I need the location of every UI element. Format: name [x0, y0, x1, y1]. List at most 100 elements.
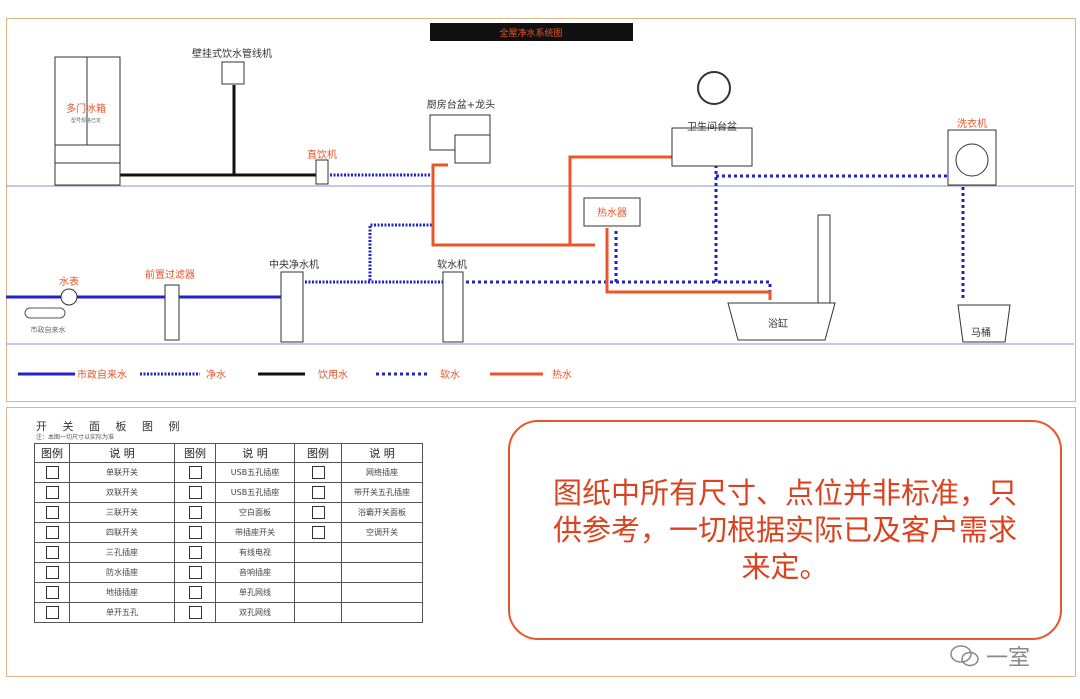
switch-legend-table: 图例 说 明 图例 说 明 图例 说 明 单联开关 USB五孔插座 网络插座 双… [34, 443, 423, 623]
water-heater-label: 热水器 [597, 206, 627, 219]
table-row: 单开五孔 双孔网线 [34, 602, 423, 623]
legend-label-purified: 净水 [206, 368, 226, 381]
table-cell: 单孔网线 [215, 582, 295, 603]
table-cell: 浴霸开关面板 [341, 502, 423, 523]
kitchen-sink-label: 厨房台盆+龙头 [427, 98, 495, 111]
ac-switch-symbol-icon [311, 526, 325, 539]
meter-tag-box [24, 307, 66, 319]
kitchen-sink-icon [429, 114, 491, 164]
bathtub-label: 浴缸 [768, 317, 788, 330]
table-cell: 三孔插座 [69, 542, 175, 563]
fridge-icon [54, 56, 121, 186]
switch-symbol-icon [45, 526, 59, 539]
softener-label: 软水机 [437, 258, 467, 271]
table-cell: 双孔网线 [215, 602, 295, 623]
wechat-icon [950, 645, 979, 667]
switch-panel-title: 开 关 面 板 图 例 [36, 420, 186, 433]
table-row: 双联开关 USB五孔插座 带开关五孔插座 [34, 482, 423, 503]
meter-icon [60, 288, 78, 306]
network-symbol-icon [311, 466, 325, 479]
header-cell: 说 明 [69, 443, 175, 463]
toilet-label: 马桶 [971, 326, 991, 339]
switch-panel-note: 注：本图一切尺寸以实际为准 [36, 434, 115, 441]
switch-symbol-icon [45, 506, 59, 519]
socket-symbol-icon [45, 606, 59, 619]
table-row: 四联开关 带插座开关 空调开关 [34, 522, 423, 543]
bath-basin-label: 卫生间台盆 [687, 120, 737, 133]
central-purifier-label: 中央净水机 [269, 258, 319, 271]
tv-symbol-icon [188, 546, 202, 559]
watermark-text: 一室 [986, 646, 1031, 671]
wall-dispenser-label: 壁挂式饮水管线机 [192, 47, 272, 60]
table-cell: 空调开关 [341, 522, 423, 543]
table-cell: 网络插座 [341, 462, 423, 483]
bath-basin-icon [671, 71, 753, 167]
floor-socket-icon [45, 586, 59, 599]
table-row: 单联开关 USB五孔插座 网络插座 [34, 462, 423, 483]
diagram-title-bar [430, 23, 633, 41]
bathtub-icon [727, 214, 836, 341]
direct-drinker-label: 直饮机 [307, 148, 337, 161]
notice-box: 图纸中所有尺寸、点位并非标准，只供参考，一切根据实际已及客户需求来定。 [508, 420, 1062, 640]
socket-symbol-icon [188, 466, 202, 479]
table-cell: 三联开关 [69, 502, 175, 523]
meter-label: 水表 [59, 275, 79, 288]
network-symbol-icon [188, 606, 202, 619]
softener-icon [442, 271, 464, 343]
bath-heater-symbol-icon [311, 506, 325, 519]
header-cell: 说 明 [215, 443, 295, 463]
table-cell: USB五孔插座 [215, 462, 295, 483]
socket-symbol-icon [188, 526, 202, 539]
legend-label-municipal: 市政自来水 [77, 368, 127, 381]
washer-label: 洗衣机 [957, 117, 987, 130]
table-row: 三孔插座 有线电视 [34, 542, 423, 563]
legend-label-soft: 软水 [440, 368, 460, 381]
socket-symbol-icon [188, 486, 202, 499]
network-symbol-icon [188, 586, 202, 599]
wall-dispenser-icon [221, 61, 245, 85]
fridge-sublabel: 型号规格已定 [71, 117, 101, 124]
table-cell: USB五孔插座 [215, 482, 295, 503]
table-cell: 防水插座 [69, 562, 175, 583]
blank-plate-icon [188, 506, 202, 519]
table-header-row: 图例 说 明 图例 说 明 图例 说 明 [34, 443, 423, 463]
table-cell: 双联开关 [69, 482, 175, 503]
table-cell: 单联开关 [69, 462, 175, 483]
header-cell: 图例 [34, 443, 70, 463]
header-cell: 图例 [294, 443, 342, 463]
table-cell: 单开五孔 [69, 602, 175, 623]
drinking-water-pipe [120, 85, 322, 177]
table-cell: 地插插座 [69, 582, 175, 603]
diagram-title: 全屋净水系统图 [499, 27, 562, 39]
plumbing-diagram-panel [6, 18, 1076, 402]
legend-label-hot: 热水 [552, 368, 572, 381]
table-row: 三联开关 空白面板 浴霸开关面板 [34, 502, 423, 523]
table-cell: 四联开关 [69, 522, 175, 543]
legend-label-drinking: 饮用水 [318, 368, 348, 381]
water-heater-icon [583, 197, 641, 227]
table-cell: 带插座开关 [215, 522, 295, 543]
speaker-symbol-icon [188, 566, 202, 579]
waterproof-socket-icon [45, 566, 59, 579]
pipe-legend: 市政自来水 净水 饮用水 软水 热水 [18, 368, 572, 381]
fridge-label: 多门冰箱 [66, 102, 106, 115]
soft-water-pipe [460, 165, 965, 300]
table-cell: 音响插座 [215, 562, 295, 583]
switch-symbol-icon [45, 466, 59, 479]
table-cell: 有线电视 [215, 542, 295, 563]
direct-drinker-icon [315, 159, 329, 185]
washer-icon [947, 129, 997, 186]
notice-text: 图纸中所有尺寸、点位并非标准，只供参考，一切根据实际已及客户需求来定。 [552, 475, 1017, 584]
toilet-icon [957, 304, 1011, 343]
socket-symbol-icon [311, 486, 325, 499]
purified-water-pipe [305, 173, 445, 284]
plumbing-diagram: 全屋净水系统图 多门冰箱 型号规格已定 壁挂式饮水管线机 厨房台盆+龙头 直饮机… [6, 23, 1074, 381]
socket-symbol-icon [45, 546, 59, 559]
prefilter-label: 前置过滤器 [145, 268, 195, 281]
central-purifier-icon [280, 271, 304, 343]
table-row: 地插插座 单孔网线 [34, 582, 423, 603]
table-cell: 带开关五孔插座 [341, 482, 423, 503]
header-cell: 说 明 [341, 443, 423, 463]
prefilter-icon [164, 284, 180, 341]
table-cell: 空白面板 [215, 502, 295, 523]
